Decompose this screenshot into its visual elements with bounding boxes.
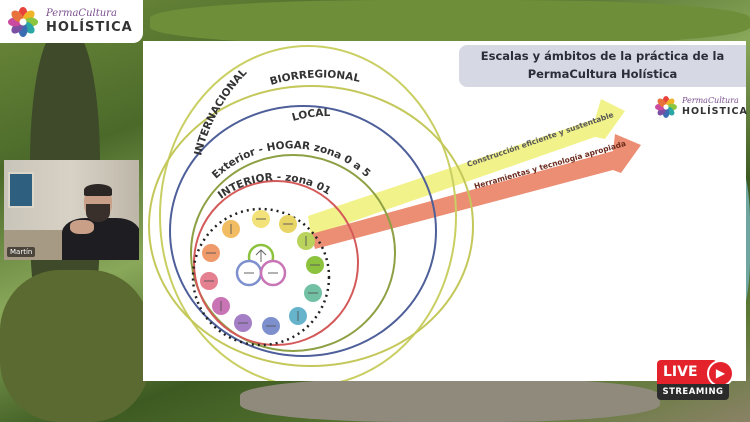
center-triad-icon (235, 243, 287, 287)
streaming-label: STREAMING (657, 384, 729, 400)
slide-logo-script-text: PermaCultura (682, 96, 739, 106)
circle-center-dotted (191, 207, 331, 347)
logo-main-text: HOLÍSTICA (46, 20, 133, 35)
brand-logo: PermaCultura HOLÍSTICA (0, 0, 143, 43)
webcam-person-hand (70, 220, 94, 234)
webcam-person-hair (84, 184, 112, 196)
background-rocks (240, 378, 660, 422)
presentation-slide: INTERNACIONAL BIORREGIONAL LOCAL Exterio… (143, 41, 748, 381)
webcam-video[interactable]: Martín (4, 160, 139, 260)
arrow-construccion (308, 99, 625, 236)
slide-title: Escalas y ámbitos de la práctica de la P… (459, 45, 746, 87)
flower-logo-icon (655, 96, 677, 118)
svg-text:INTERIOR - zona 01: INTERIOR - zona 01 (216, 171, 333, 201)
arrow-herramientas (311, 134, 641, 249)
scales-diagram: INTERNACIONAL BIORREGIONAL LOCAL Exterio… (148, 45, 641, 381)
flower-logo-icon (8, 6, 38, 37)
petal-icon-ring (200, 210, 324, 335)
circle-interior (193, 180, 359, 346)
slide-title-line1: Escalas y ámbitos de la práctica de la (480, 49, 725, 64)
logo-script-text: PermaCultura (46, 8, 117, 19)
live-label: LIVE (657, 360, 717, 384)
label-interior: INTERIOR - zona 01 (216, 171, 333, 201)
webcam-name-label: Martín (7, 247, 36, 257)
circle-exterior (190, 154, 396, 352)
slide-brand-logo: PermaCultura HOLÍSTICA (655, 96, 748, 118)
svg-text:LOCAL: LOCAL (291, 107, 331, 124)
webcam-person-beard (86, 204, 110, 222)
circle-internacional (159, 45, 457, 381)
label-biorregional: BIORREGIONAL (269, 68, 362, 87)
slide-title-line2: PermaCultura Holística (527, 67, 678, 81)
live-streaming-badge: LIVE ▶ STREAMING (657, 360, 735, 402)
label-local: LOCAL (291, 107, 331, 124)
play-icon: ▶ (707, 360, 734, 387)
svg-text:BIORREGIONAL: BIORREGIONAL (269, 68, 362, 87)
background-foliage (150, 0, 750, 45)
background-tree-trunk (0, 270, 150, 422)
circle-biorregional (148, 85, 474, 367)
svg-text:INTERNACIONAL: INTERNACIONAL (192, 66, 249, 156)
label-internacional: INTERNACIONAL (192, 66, 249, 156)
circle-local (169, 105, 437, 357)
webcam-wall-picture (8, 172, 34, 208)
slide-logo-main-text: HOLÍSTICA (682, 106, 748, 118)
